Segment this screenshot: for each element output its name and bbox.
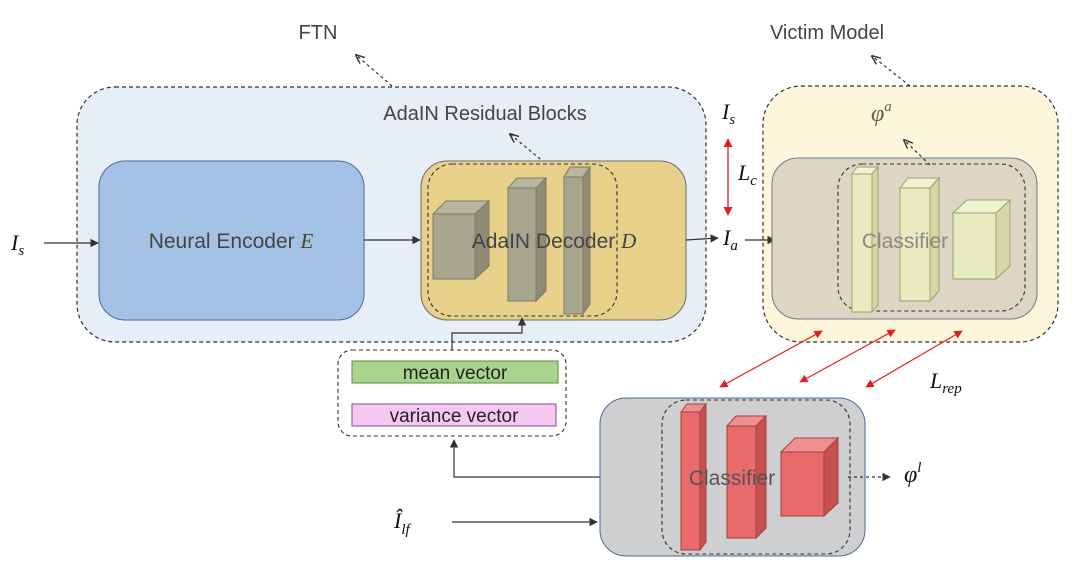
lc-label: Lc bbox=[737, 160, 757, 189]
victim-model-title: Victim Model bbox=[770, 22, 884, 44]
victim-classifier-group bbox=[837, 163, 1026, 312]
mean-vector-label: mean vector bbox=[403, 363, 508, 384]
phi-a-label: φa bbox=[871, 99, 892, 127]
victim-layer-1 bbox=[851, 165, 880, 314]
residual-blocks-group bbox=[427, 163, 618, 317]
residual-pointer-arrow bbox=[510, 134, 546, 164]
local-layer-1 bbox=[680, 402, 707, 552]
victim-pointer-arrow bbox=[872, 56, 911, 87]
local-layer-3 bbox=[779, 436, 840, 518]
local-classifier-group bbox=[661, 399, 851, 555]
local-classifier-label: Classifier bbox=[689, 467, 775, 490]
variance-vector-label: variance vector bbox=[390, 406, 520, 427]
ftn-title: FTN bbox=[299, 22, 338, 44]
local-layer-2 bbox=[725, 414, 768, 540]
phi-l-label: φl bbox=[904, 460, 921, 488]
vectors-to-decoder-arrow bbox=[451, 317, 527, 350]
input-is-label: Is bbox=[10, 230, 24, 259]
variance-vector-box bbox=[351, 403, 557, 427]
adain-residual-blocks-label: AdaIN Residual Blocks bbox=[383, 103, 586, 125]
residual-block-2 bbox=[506, 176, 548, 303]
residual-block-3 bbox=[563, 165, 591, 316]
phi-a-pointer-arrow bbox=[904, 140, 931, 166]
residual-block-1 bbox=[431, 199, 491, 281]
lrep-label: Lrep bbox=[929, 368, 962, 397]
neural-encoder-label: Neural Encoder E bbox=[149, 229, 314, 253]
is-right-label: Is bbox=[721, 99, 735, 128]
victim-layer-2 bbox=[898, 176, 941, 303]
victim-classifier-label: Classifier bbox=[862, 230, 948, 253]
ia-label: Ia bbox=[722, 225, 738, 254]
ilf-label: Îlf bbox=[393, 508, 411, 538]
victim-layer-3 bbox=[951, 198, 1012, 281]
mean-vector-box bbox=[351, 360, 559, 384]
lrep-red-arrow-3 bbox=[865, 330, 963, 388]
ftn-pointer-arrow bbox=[356, 55, 393, 87]
decoder-to-ia-arrow bbox=[685, 234, 719, 243]
adain-decoder-label: AdaIN Decoder D bbox=[472, 229, 637, 253]
classifier-to-vectors-arrow bbox=[449, 439, 670, 478]
